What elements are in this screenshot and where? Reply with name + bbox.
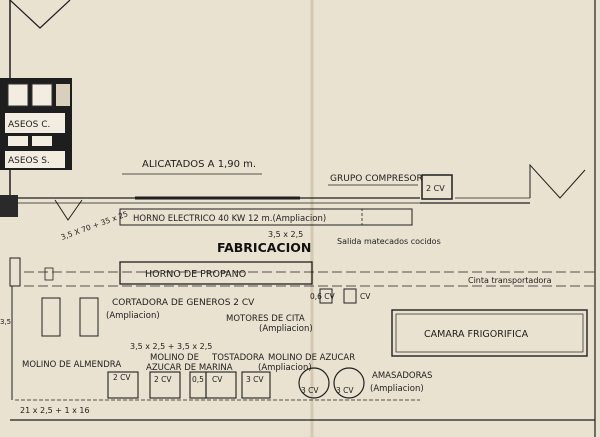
label-aseos-c: ASEOS C. [8, 120, 50, 130]
label-m2: 2 CV [154, 375, 172, 384]
label-cinta: Cinta transportadora [468, 276, 552, 285]
label-dim-35x25-a: 3,5 x 2,5 [268, 230, 303, 239]
machine-1 [107, 371, 139, 399]
label-scale-left: 3,5 [0, 318, 11, 326]
label-fabricacion: FABRICACION [217, 240, 311, 255]
compresor-box [421, 174, 453, 200]
label-dim-35x70: 3,5 X 70 + 35 x 25 [60, 209, 130, 242]
label-am1: 3 CV [301, 386, 319, 395]
label-cita1-cv: 0,6 CV [310, 292, 336, 301]
aseos-tile-5 [32, 136, 52, 146]
label-molino-de: MOLINO DE [150, 353, 199, 363]
wall-pier [0, 195, 18, 217]
propano-unit [44, 267, 54, 281]
label-m3: 0,5 [192, 375, 204, 384]
motor-cita-1 [319, 288, 333, 304]
label-tostadora-amp: (Ampliacion) [258, 363, 312, 373]
label-molino-azucar: MOLINO DE AZUCAR [268, 353, 355, 363]
machine-4 [205, 371, 237, 399]
label-alicatados: ALICATADOS A 1,90 m. [142, 159, 256, 170]
wall-corner [9, 0, 71, 29]
door-swing [54, 199, 83, 221]
label-tostadora: TOSTADORA [211, 353, 264, 363]
label-am2: 3 CV [336, 386, 354, 395]
label-camara: CAMARA FRIGORIFICA [424, 329, 529, 340]
label-cita2-cv: CV [360, 292, 371, 301]
label-aseos-s: ASEOS S. [8, 156, 50, 166]
label-m5: 3 CV [246, 375, 264, 384]
label-dim-bottom: 21 x 2,5 + 1 x 16 [20, 406, 90, 415]
horno-propano [119, 261, 313, 285]
aseos-tile-1 [7, 83, 29, 107]
label-amasadoras: AMASADORAS [372, 371, 432, 381]
label-azucar-marina: AZUCAR DE MARINA [146, 363, 233, 373]
label-horno-propano: HORNO DE PROPANO [145, 269, 246, 280]
amasadora-1 [298, 367, 330, 399]
aseos-s-room [5, 151, 65, 168]
horno-electrico-end [361, 208, 413, 226]
aseos-tile-3 [56, 84, 70, 106]
camara-frigorifica-inner [395, 313, 584, 353]
label-horno-electrico: HORNO ELECTRICO 40 KW 12 m.(Ampliacion) [133, 214, 326, 224]
cortadora-a [41, 297, 61, 337]
label-m1: 2 CV [113, 373, 131, 382]
machine-5 [241, 371, 271, 399]
label-cortadora-amp: (Ampliacion) [106, 311, 160, 321]
cortadora-b [79, 297, 99, 337]
camara-frigorifica [391, 309, 588, 357]
aseos-tile-4 [8, 136, 28, 146]
label-compresor-cv: 2 CV [426, 184, 445, 193]
label-salida: Salida matecados cocidos [337, 237, 441, 246]
label-motores: MOTORES DE CITA [226, 314, 305, 324]
label-cortadora: CORTADORA DE GENEROS 2 CV [112, 298, 255, 308]
label-motores-amp: (Ampliacion) [259, 324, 313, 334]
wall-right-door [529, 163, 586, 199]
label-amasadoras-amp: (Ampliacion) [370, 384, 424, 394]
aseos-tile-2 [31, 83, 53, 107]
amasadora-2 [333, 367, 365, 399]
label-grupo-compresor: GRUPO COMPRESOR [330, 174, 423, 184]
aseos-c-room [5, 113, 65, 133]
machine-2 [149, 371, 181, 399]
motor-cita-2 [343, 288, 357, 304]
left-column [9, 257, 21, 287]
label-dim-35x25-b: 3,5 x 2,5 + 3,5 x 2,5 [130, 342, 212, 351]
label-m4: CV [212, 375, 223, 384]
label-molino-almendra: MOLINO DE ALMENDRA [22, 360, 121, 370]
